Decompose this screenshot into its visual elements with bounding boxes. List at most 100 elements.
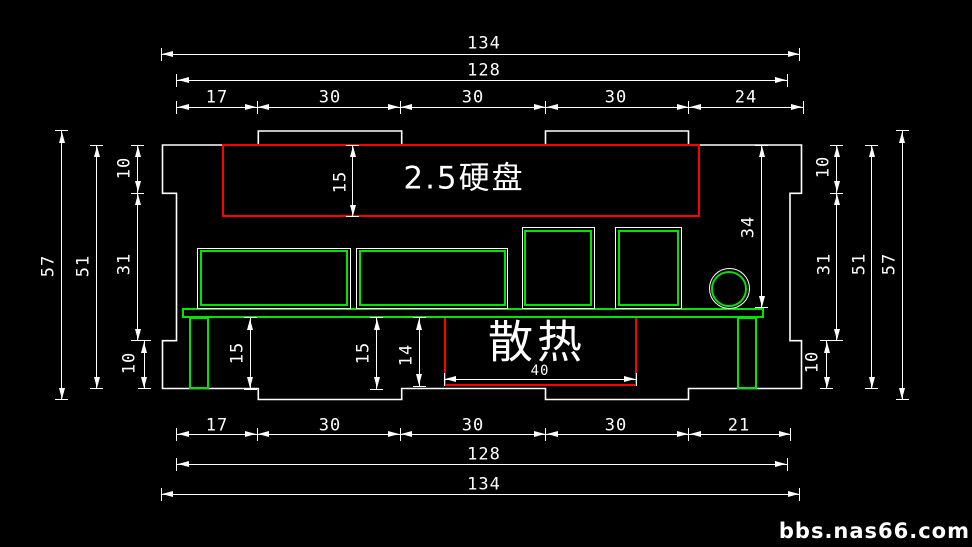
dim-tick-bottom-seg-30c-0 <box>545 427 546 441</box>
dim-arrow-bottom-seg-30b-end <box>533 431 545 438</box>
dim-label-cooling-zone-width: 40 <box>530 363 550 379</box>
dim-tick-left-seg-10-top-0 <box>131 144 145 146</box>
dim-line-top-seg-24 <box>688 106 804 108</box>
dim-arrow-bottom-seg-17-start <box>177 431 189 438</box>
dim-arrow-left-seg-10-top-end <box>134 181 141 193</box>
dim-tick-bottom-width-overall-1 <box>799 487 801 501</box>
dim-line-hdd-zone-height <box>352 145 354 217</box>
dim-arrow-bottom-seg-17-end <box>245 431 257 438</box>
dim-arrow-top-seg-30b-start <box>401 104 413 110</box>
dim-label-top-seg-30c: 30 <box>604 87 628 108</box>
dim-arrow-right-height-body-start <box>868 146 875 157</box>
dim-line-right-seg-10-bottom <box>826 340 828 389</box>
dim-tick-right-height-overall-0 <box>895 130 909 132</box>
dim-tick-cooling-zone-width-1 <box>635 372 637 386</box>
dim-tick-top-seg-30a-0 <box>256 100 258 114</box>
dim-label-bottom-width-overall: 134 <box>467 474 501 495</box>
dim-arrow-bottom-seg-30b-start <box>401 431 413 438</box>
dim-arrow-right-seg-10-top-start <box>833 146 840 157</box>
dim-label-left-seg-10-bottom: 10 <box>119 351 140 375</box>
dim-arrow-right-seg-10-bottom-start <box>823 341 830 353</box>
dim-arrow-right-height-overall-end <box>899 387 906 399</box>
component-block-4 <box>615 227 682 309</box>
dim-arrow-board-top-offset-end <box>758 295 765 307</box>
dim-arrow-standoff-15-mid-end <box>373 377 380 388</box>
dim-arrow-top-seg-30c-end <box>676 104 688 110</box>
dim-line-top-width-inner <box>176 79 787 81</box>
dim-arrow-bottom-width-inner-start <box>177 461 189 468</box>
dim-tick-right-seg-31-1 <box>830 340 844 342</box>
dim-tick-top-width-overall-1 <box>799 47 801 61</box>
dim-line-top-seg-30b <box>400 106 546 108</box>
dim-arrow-standoff-15-mid-start <box>373 318 380 330</box>
dim-arrow-standoff-14-end <box>416 374 423 385</box>
dim-label-left-height-body: 51 <box>73 254 94 278</box>
dim-label-standoff-15-mid: 15 <box>353 341 374 365</box>
dim-tick-top-width-inner-0 <box>176 73 178 87</box>
dim-label-right-height-overall: 57 <box>879 252 900 276</box>
dim-line-bottom-seg-21 <box>688 433 791 435</box>
dim-tick-hdd-zone-height-1 <box>346 216 360 217</box>
dim-tick-top-seg-30c-0 <box>545 100 546 114</box>
dim-line-bottom-width-overall <box>161 493 800 495</box>
dim-arrow-left-height-body-end <box>93 376 100 388</box>
dim-tick-left-seg-10-bottom-1 <box>137 388 151 389</box>
dim-tick-standoff-14-0 <box>412 317 426 319</box>
dim-tick-standoff-15-left-0 <box>243 317 257 319</box>
dim-label-right-height-body: 51 <box>849 252 870 276</box>
dim-arrow-top-width-overall-start <box>162 51 173 57</box>
component-block-1-inner <box>199 250 349 307</box>
dim-label-top-width-inner: 128 <box>467 60 501 81</box>
dim-tick-left-height-overall-1 <box>55 399 69 400</box>
dim-arrow-top-seg-24-end <box>791 104 803 110</box>
board-leg-left <box>189 317 209 389</box>
dim-line-right-seg-10-top <box>836 145 838 194</box>
dim-tick-bottom-width-overall-0 <box>160 487 162 501</box>
dim-arrow-left-height-overall-end <box>58 387 65 399</box>
dim-line-board-top-offset <box>761 145 763 308</box>
dim-tick-left-seg-10-bottom-0 <box>137 340 151 342</box>
dim-arrow-top-width-overall-end <box>787 51 799 57</box>
dim-arrow-bottom-seg-30a-start <box>258 431 270 438</box>
component-block-4-inner <box>617 229 680 306</box>
dim-arrow-bottom-seg-21-end <box>778 431 790 438</box>
dim-arrow-cooling-zone-width-start <box>445 376 457 383</box>
dim-label-top-seg-30b: 30 <box>461 87 485 108</box>
dim-line-bottom-seg-30c <box>545 433 689 435</box>
dim-label-bottom-seg-30a: 30 <box>318 415 342 436</box>
dim-line-right-height-overall <box>901 130 903 400</box>
dim-arrow-bottom-width-overall-start <box>162 491 173 498</box>
dim-tick-right-height-body-0 <box>865 144 879 146</box>
dim-label-bottom-seg-30c: 30 <box>604 415 628 436</box>
dim-arrow-top-seg-30a-start <box>258 104 270 110</box>
dim-label-right-seg-10-top: 10 <box>813 155 834 179</box>
dim-line-left-seg-10-top <box>137 145 139 194</box>
dim-line-top-width-overall <box>161 53 800 55</box>
dim-arrow-top-width-inner-start <box>177 77 189 83</box>
dim-arrow-top-seg-17-start <box>177 104 189 110</box>
dim-arrow-left-seg-31-end <box>134 328 141 340</box>
hdd-zone-label: 2.5硬盘 <box>403 160 525 197</box>
dim-arrow-bottom-width-overall-end <box>787 491 799 498</box>
dim-tick-top-width-inner-1 <box>786 73 788 87</box>
dim-line-top-seg-30a <box>257 106 401 108</box>
dim-label-standoff-14: 14 <box>396 343 417 367</box>
dim-tick-cooling-zone-width-0 <box>443 372 445 386</box>
dim-tick-top-seg-17-0 <box>176 100 178 114</box>
dim-tick-left-height-body-0 <box>90 144 104 146</box>
dim-label-left-height-overall: 57 <box>38 254 59 278</box>
cooling-zone-label: 散热 <box>487 315 587 369</box>
dim-arrow-right-height-overall-start <box>899 131 906 143</box>
dim-label-standoff-15-left: 15 <box>227 341 248 365</box>
dim-arrow-top-seg-30c-start <box>546 104 558 110</box>
dim-tick-standoff-15-mid-1 <box>370 388 384 390</box>
dim-label-top-seg-17: 17 <box>205 87 229 108</box>
dim-label-bottom-seg-30b: 30 <box>461 415 485 436</box>
dim-tick-bottom-seg-30b-0 <box>399 427 401 441</box>
dim-line-bottom-seg-30a <box>257 433 401 435</box>
dim-tick-right-seg-10-bottom-1 <box>820 388 834 389</box>
hdd-zone <box>221 144 700 217</box>
dim-arrow-top-seg-17-end <box>245 104 257 110</box>
dim-arrow-hdd-zone-height-end <box>349 204 356 216</box>
